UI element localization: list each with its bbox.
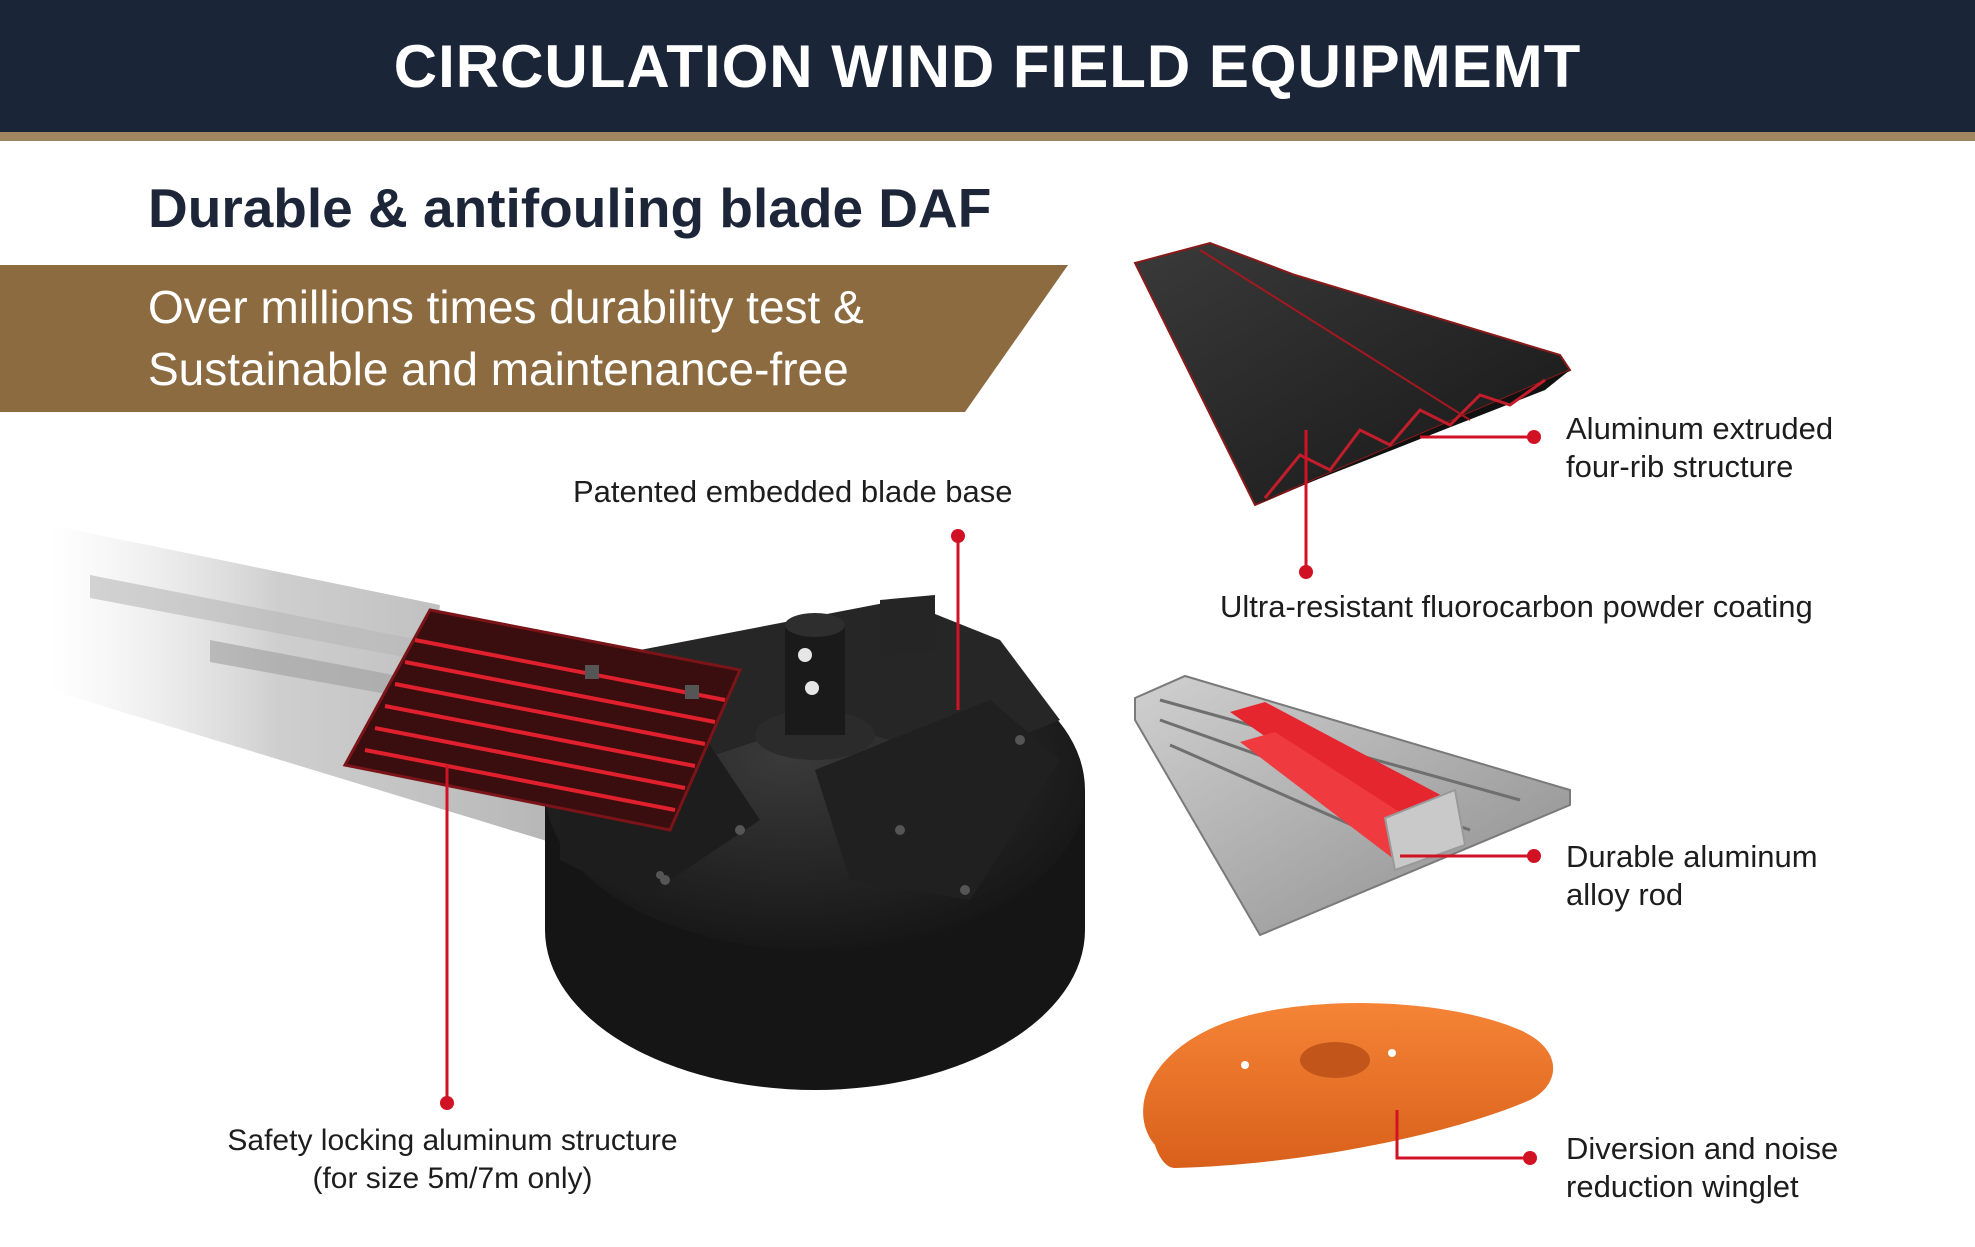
locking-label-line-1: Safety locking aluminum structure [227,1124,678,1157]
alloy-rod-label: Durable aluminum alloy rod [1566,838,1818,914]
banner-line-2: Sustainable and maintenance-free [148,343,849,395]
locking-aluminum-insert [342,608,743,832]
header-stripe [0,132,1975,141]
winglet-label-line-2: reduction winglet [1566,1169,1799,1204]
winglet-label-line-1: Diversion and noise [1566,1131,1839,1166]
winglet-illustration [1143,1003,1554,1168]
banner-line-1: Over millions times durability test & [148,281,864,333]
four-rib-callout-line [1420,430,1541,444]
alloy-rod-callout-line [1400,849,1541,863]
banner-text: Over millions times durability test & Su… [148,276,1028,400]
section-title: Durable & antifouling blade DAF [148,177,992,239]
header-bar [0,0,1975,132]
winglet-callout-line [1395,1110,1537,1165]
four-rib-blade-illustration [1133,241,1572,507]
four-rib-label-line-2: four-rib structure [1566,449,1794,484]
blade-base-callout-line [951,529,965,710]
coating-label: Ultra-resistant fluorocarbon powder coat… [1220,589,1813,624]
four-rib-label: Aluminum extruded four-rib structure [1566,410,1833,486]
locking-structure-label: Safety locking aluminum structure (for s… [200,1122,705,1198]
alloy-rod-label-line-1: Durable aluminum [1566,839,1818,874]
alloy-rod-label-line-2: alloy rod [1566,877,1684,912]
locking-callout-line [440,765,454,1110]
four-rib-label-line-1: Aluminum extruded [1566,411,1834,446]
winglet-label: Diversion and noise reduction winglet [1566,1130,1838,1206]
page-title: CIRCULATION WIND FIELD EQUIPMEMT [393,32,1582,100]
blade-hub-illustration [50,525,1085,1090]
blade-base-label: Patented embedded blade base [573,474,1013,509]
alloy-rod-blade-illustration [1134,674,1571,937]
coating-callout-line [1299,430,1313,579]
locking-label-line-2: (for size 5m/7m only) [312,1162,593,1195]
banner-background [0,265,1068,412]
